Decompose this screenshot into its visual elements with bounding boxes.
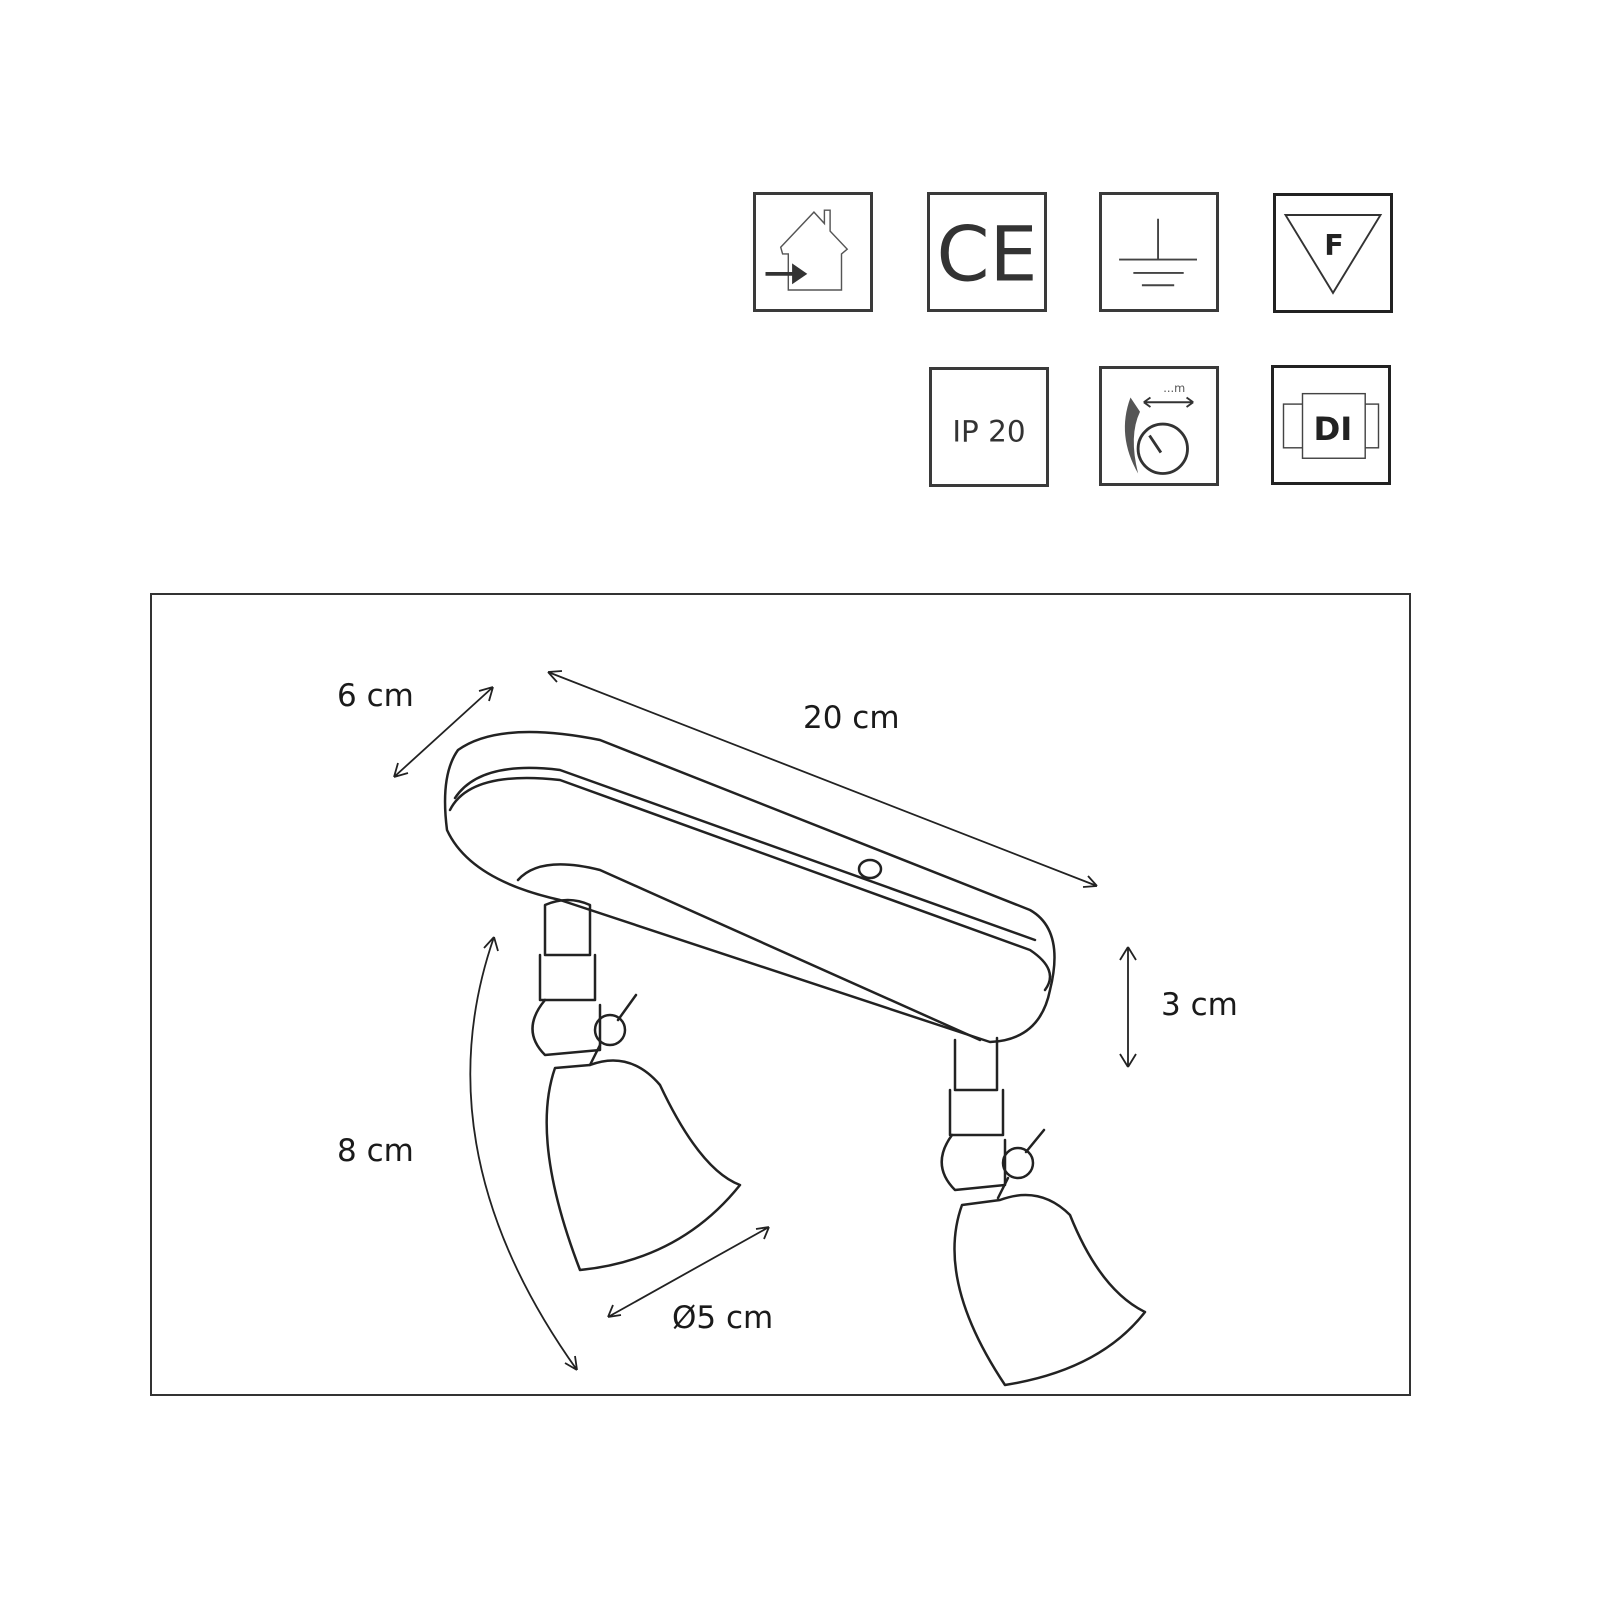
distance-label: ...m (1163, 381, 1185, 395)
dimension-drawing-frame (150, 593, 1411, 1396)
double-insulation-icon: DI (1271, 365, 1391, 485)
depth-label: 6 cm (337, 678, 414, 714)
base-plate (443, 730, 1056, 1044)
di-label: DI (1313, 410, 1352, 448)
class-f-label: F (1324, 229, 1343, 262)
length-label: 20 cm (803, 700, 900, 736)
screw (857, 858, 883, 880)
spotlight-right (940, 1036, 1147, 1387)
diameter-label: Ø5 cm (672, 1300, 774, 1336)
arm-length-label: 8 cm (337, 1133, 414, 1169)
indoor-use-icon (753, 192, 873, 312)
height-label: 3 cm (1161, 987, 1238, 1023)
ip20-rating-icon: IP 20 (929, 367, 1049, 487)
minimum-distance-icon: ...m (1099, 366, 1219, 486)
ce-label: CE (936, 210, 1037, 299)
earth-ground-icon (1099, 192, 1219, 312)
class-f-icon: F (1273, 193, 1393, 313)
ce-mark-icon: CE (927, 192, 1047, 312)
spotlight-left (531, 898, 742, 1272)
ip-label: IP 20 (952, 414, 1025, 448)
dimension-arrows (393, 670, 1137, 1371)
